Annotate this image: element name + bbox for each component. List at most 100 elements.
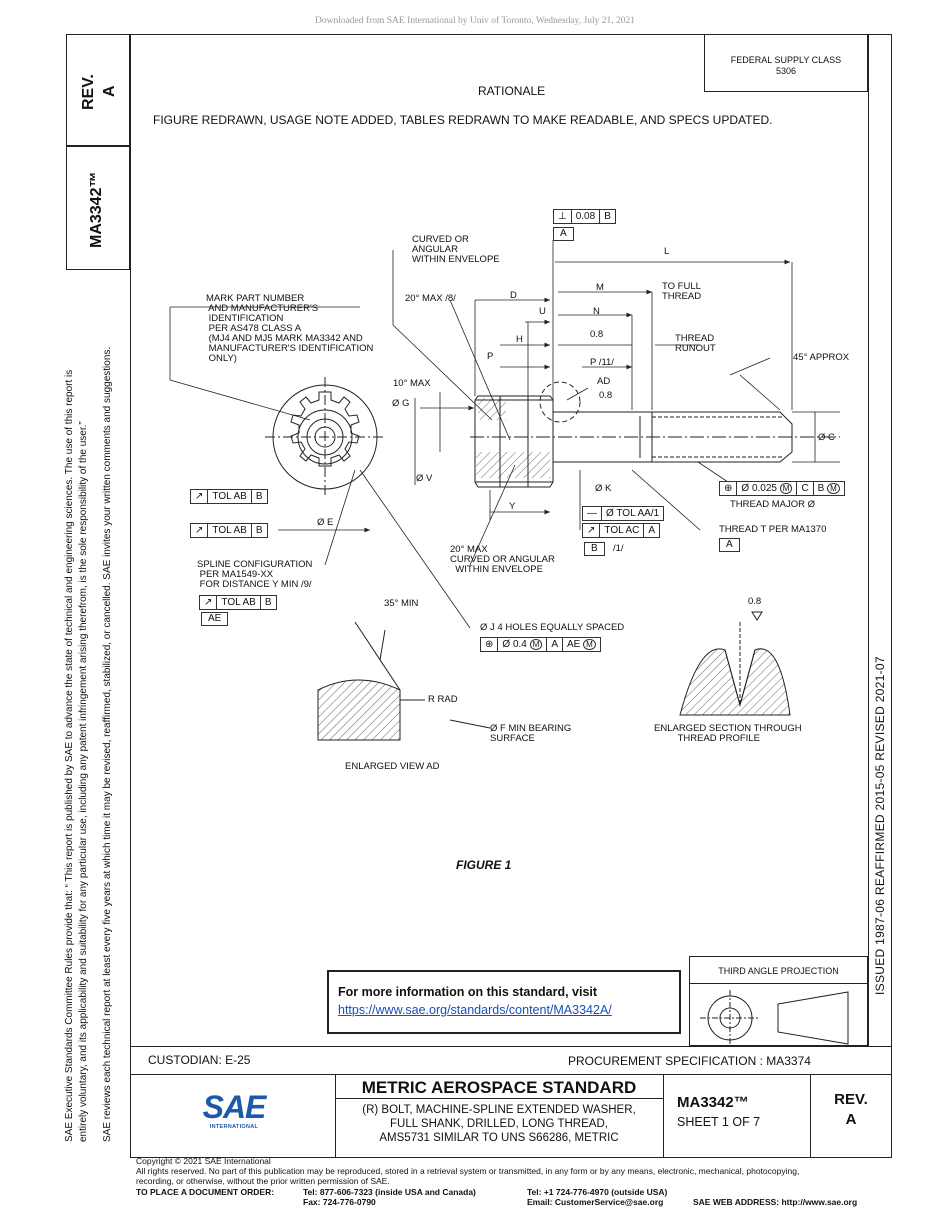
side-rev-box [66, 34, 130, 146]
info-link[interactable]: https://www.sae.org/standards/content/MA… [338, 1003, 612, 1017]
fcf-tol-ab-1: ↗ TOL AB B [190, 489, 268, 504]
fcf-datum: C [797, 482, 814, 495]
dim-n: N [593, 306, 600, 317]
desc-line-3: AMS5731 SIMILAR TO UNS S66286, METRIC [379, 1132, 619, 1144]
dim-ad: AD [597, 376, 611, 387]
fcf-tol-ab-2: ↗ TOL AB B [190, 523, 268, 538]
title-doc-number: MA3342™ [677, 1094, 749, 1111]
fcf-datum-mod: B M [814, 482, 844, 495]
dim-y: Y [509, 501, 516, 512]
straightness-icon: — [583, 507, 602, 520]
footer-fax: Fax: 724-776-0790 [303, 1197, 376, 1207]
curved-top-note: CURVED OR ANGULAR WITHIN ENVELOPE [412, 234, 500, 265]
position-icon: ⊕ [481, 638, 499, 651]
spline-config: SPLINE CONFIGURATION PER MA1549-XX FOR D… [197, 559, 313, 590]
rationale-text: FIGURE REDRAWN, USAGE NOTE ADDED, TABLES… [153, 113, 773, 127]
dia-c: Ø C [818, 432, 835, 443]
fcf-value: Ø 0.4 M [498, 638, 548, 651]
dia-k: Ø K [595, 483, 612, 494]
f-min: Ø F MIN BEARING SURFACE [490, 723, 572, 744]
fcf-datum: B [255, 525, 263, 536]
dim-d: D [510, 290, 517, 301]
enlarged-view-label: ENLARGED VIEW AD [345, 761, 440, 772]
j-holes: Ø J 4 HOLES EQUALLY SPACED [480, 622, 625, 633]
datum-a-top: A [553, 227, 574, 241]
title-block-div2 [663, 1074, 664, 1158]
fcf-value: 0.08 [572, 210, 601, 223]
fcf-value: Ø 0.025 M [737, 482, 798, 495]
footer-web: SAE WEB ADDRESS: http://www.sae.org [693, 1197, 858, 1207]
title-sheet: SHEET 1 OF 7 [677, 1115, 761, 1129]
sae-logo-sub: INTERNATIONAL [209, 1124, 259, 1130]
title-block-mid-line [130, 1074, 892, 1075]
fcf-tol-aa: — Ø TOL AA/1 [582, 506, 665, 521]
dim-08b: 0.8 [599, 390, 613, 401]
projection-box [689, 956, 868, 1046]
position-icon: ⊕ [720, 482, 738, 495]
fcf-datum-mod: AE M [563, 638, 600, 651]
federal-supply-box [704, 34, 868, 92]
spline-end-view [265, 377, 385, 497]
fcf-value: TOL AC [600, 524, 645, 537]
max-10: 10° MAX [393, 378, 431, 389]
dimension-lines [169, 240, 840, 629]
fcf-tol-ac: ↗ TOL AC A [582, 523, 661, 538]
dia-g: Ø G [392, 398, 410, 409]
enlarged-thread-profile [679, 611, 791, 716]
enlarged-view-ad [317, 621, 491, 741]
datum-b: B [584, 542, 605, 556]
dia-e: Ø E [317, 517, 334, 528]
dim-08a: 0.8 [590, 329, 604, 340]
fcf-value: TOL AB [208, 490, 252, 503]
fcf-value: TOL AB [217, 596, 261, 609]
custodian: CUSTODIAN: E-25 [148, 1053, 251, 1067]
title-rev-value: A [845, 1111, 857, 1128]
fcf-perpendicularity: ⊥ 0.08 B [553, 209, 616, 224]
title-rev-label: REV. [834, 1091, 868, 1108]
sae-logo-text: SAE [202, 1089, 267, 1125]
runout-icon: ↗ [200, 596, 218, 609]
thread-t: THREAD T PER MA1370 [719, 524, 827, 535]
runout-icon: ↗ [191, 524, 209, 537]
curved-bottom-note: 20° MAX CURVED OR ANGULAR WITHIN ENVELOP… [450, 544, 555, 575]
projection-symbol [700, 990, 849, 1046]
federal-supply-class: FEDERAL SUPPLY CLASS [730, 55, 842, 65]
projection-label: THIRD ANGLE PROJECTION [718, 966, 839, 976]
fcf-datum: B [255, 491, 263, 502]
thread-runout: THREAD RUNOUT [675, 333, 716, 354]
bolt-side-view [470, 381, 840, 488]
fcf-datum: A [547, 638, 563, 651]
dim-p: P [487, 351, 494, 362]
download-note: Downloaded from SAE International by Uni… [314, 16, 636, 26]
footer-rights-2: recording, or otherwise, without the pri… [136, 1176, 390, 1186]
rationale-title: RATIONALE [478, 84, 546, 98]
projection-divider [689, 983, 868, 984]
profile-08: 0.8 [748, 596, 762, 607]
fcf-holes-position: ⊕ Ø 0.4 M A AE M [480, 637, 601, 652]
info-box [327, 970, 681, 1034]
title-block-div1 [335, 1074, 336, 1158]
thread-major: THREAD MAJOR Ø [730, 499, 815, 510]
footer-email: Email: CustomerService@sae.org [527, 1197, 664, 1207]
footer-copyright: Copyright © 2021 SAE International [136, 1156, 271, 1166]
title-block-title-line [335, 1098, 663, 1099]
dia-v: Ø V [416, 473, 433, 484]
desc-line-1: (R) BOLT, MACHINE-SPLINE EXTENDED WASHER… [362, 1104, 636, 1116]
perpendicular-icon: ⊥ [554, 210, 572, 223]
enlarged-section-label: ENLARGED SECTION THROUGH THREAD PROFILE [654, 723, 802, 744]
mark-note: MARK PART NUMBER AND MANUFACTURER'S IDEN… [206, 293, 374, 364]
fcf-thread-position: ⊕ Ø 0.025 M C B M [719, 481, 845, 496]
side-doc-box [66, 146, 130, 270]
info-title: For more information on this standard, v… [338, 985, 598, 999]
footer-tel-usa: Tel: 877-606-7323 (inside USA and Canada… [303, 1187, 476, 1197]
dim-p11: P /11/ [590, 357, 614, 368]
angle-20-top: 20° MAX /8/ [405, 293, 456, 304]
fcf-value: TOL AB [208, 524, 252, 537]
fcf-tol-ab-3: ↗ TOL AB B [199, 595, 277, 610]
approx-45: 45° APPROX [793, 352, 850, 363]
footer-tel-out: Tel: +1 724-776-4970 (outside USA) [527, 1187, 668, 1197]
dim-h: H [516, 334, 523, 345]
dim-m: M [596, 282, 604, 293]
datum-a-thread: A [719, 538, 740, 552]
